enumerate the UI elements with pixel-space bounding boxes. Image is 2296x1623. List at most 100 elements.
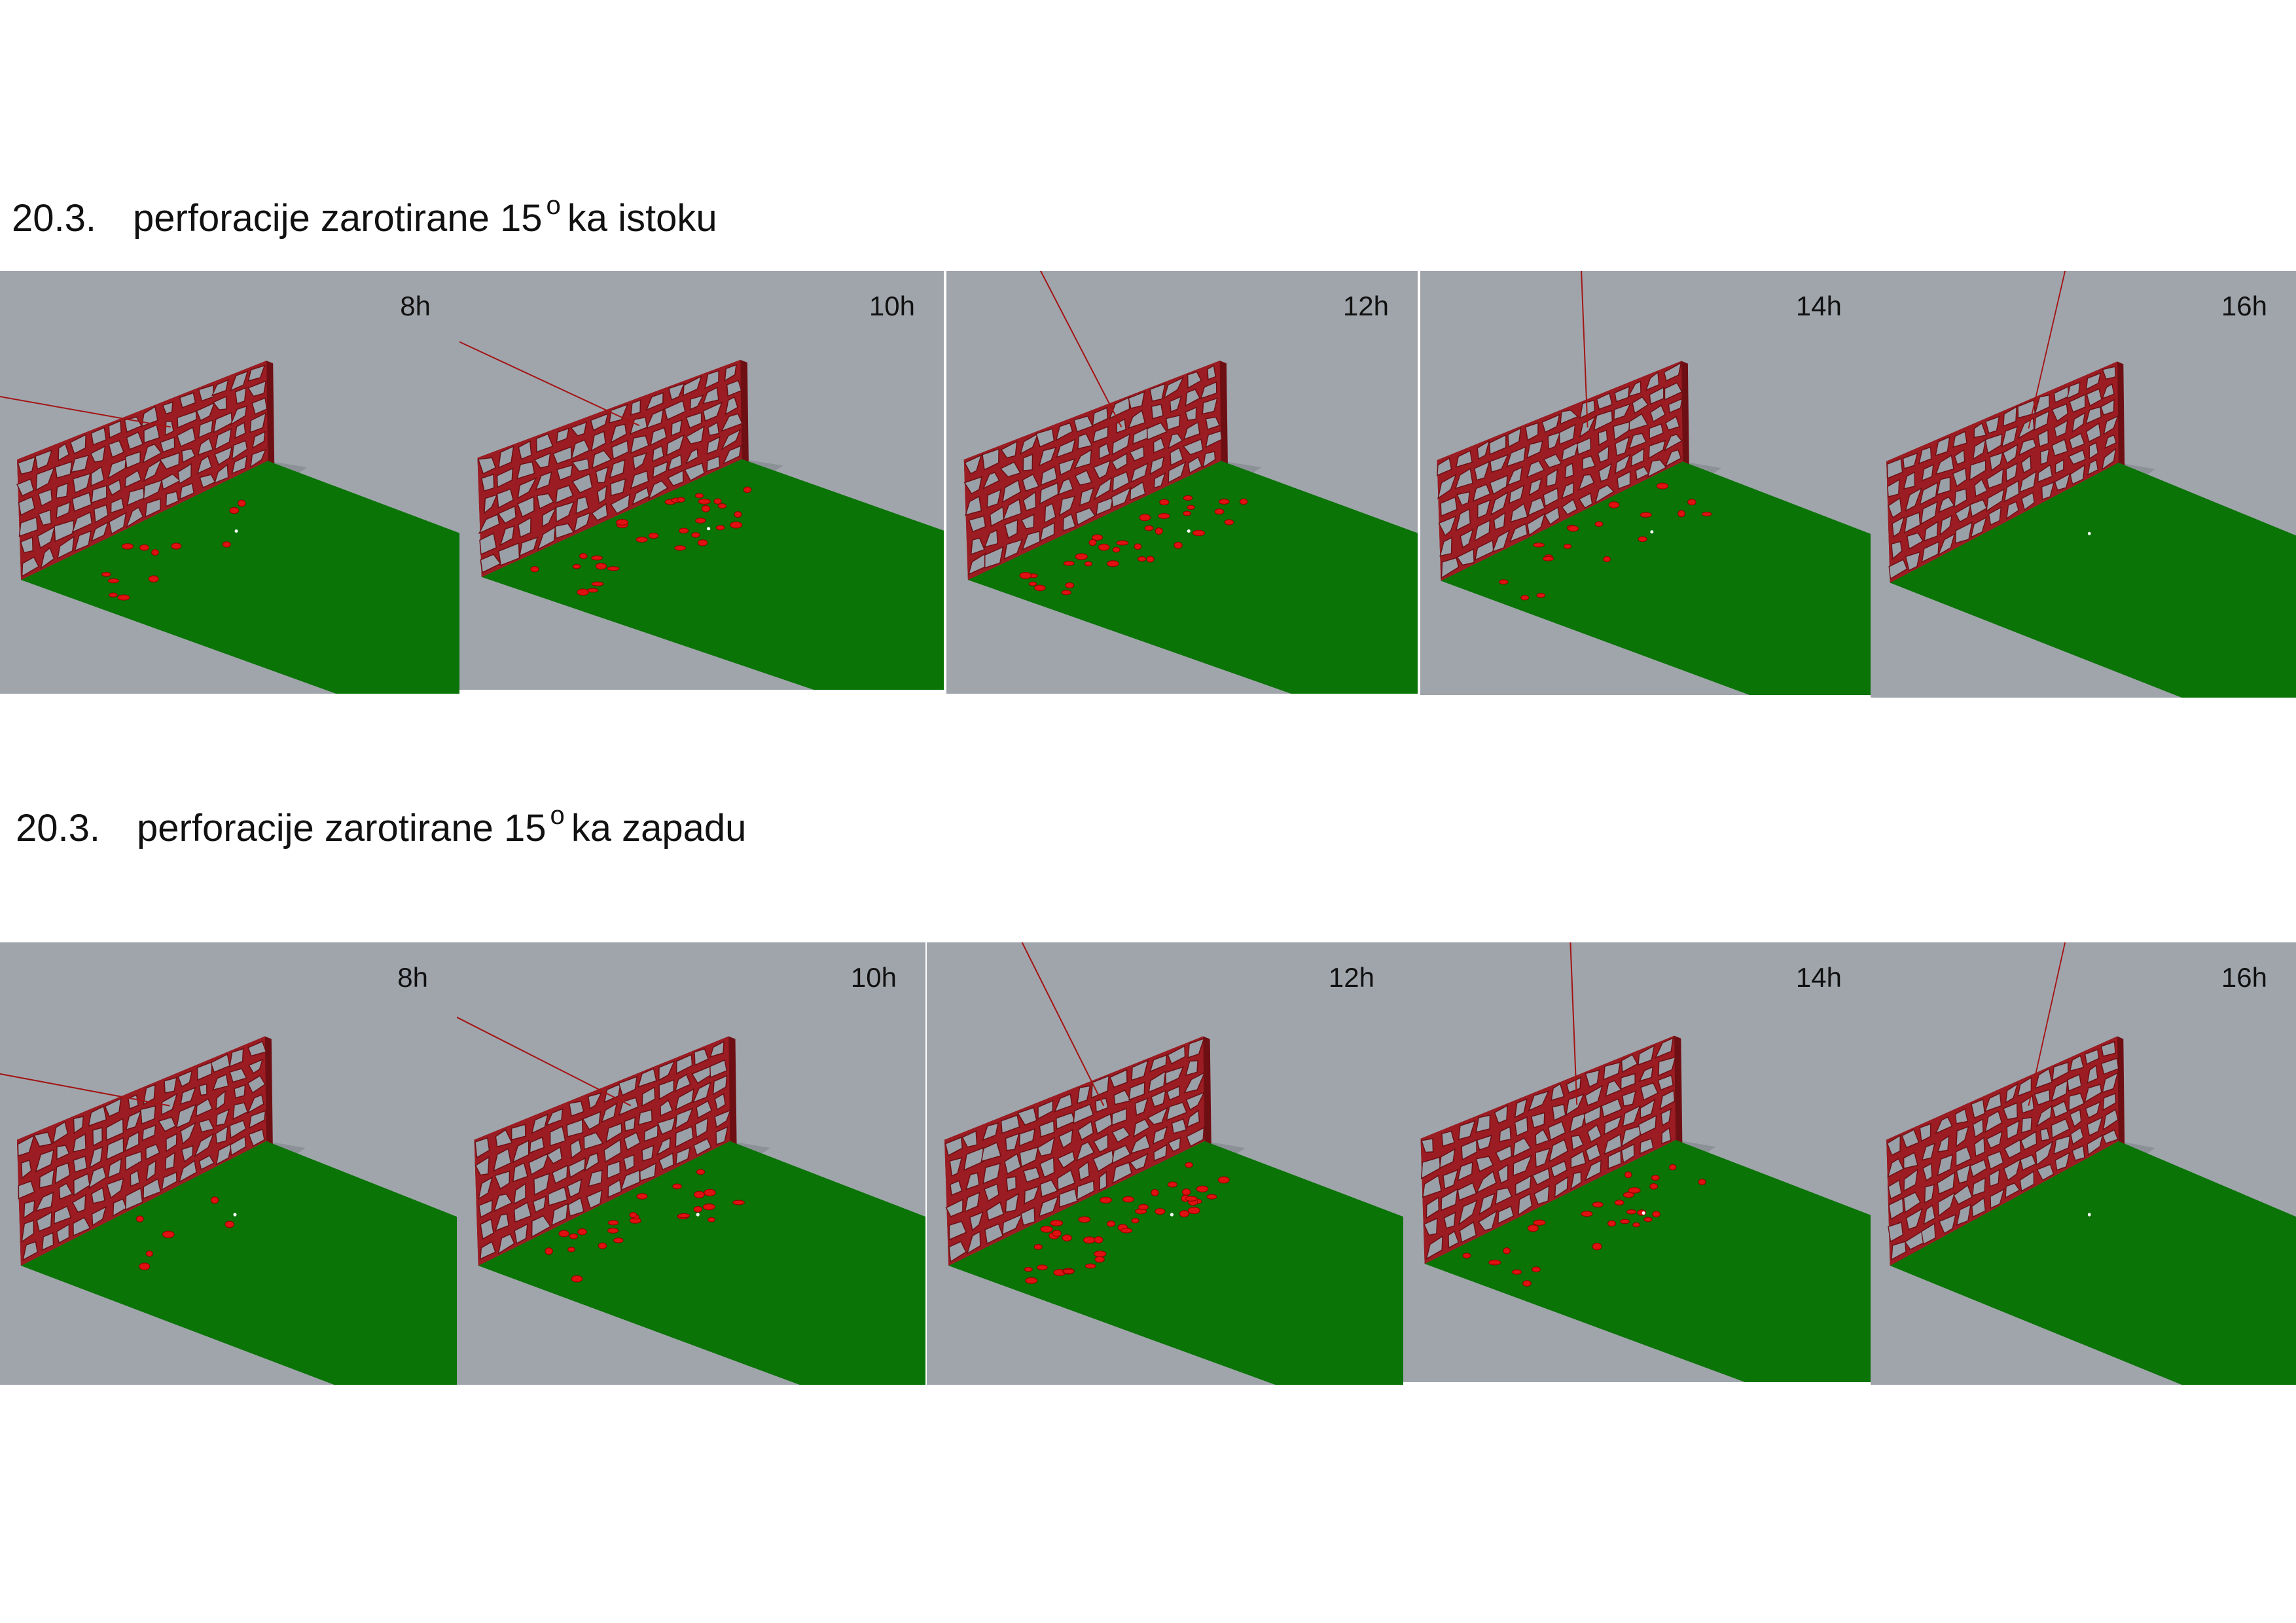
perforation-cell xyxy=(1661,1127,1672,1145)
sun-patch xyxy=(1024,1266,1033,1272)
perforation-cell xyxy=(657,1116,676,1135)
render-panel: 14h xyxy=(1403,942,1871,1382)
perforation-cell xyxy=(1441,1188,1458,1211)
perforation-cell xyxy=(1903,1191,1921,1213)
perforation-cell xyxy=(175,1103,197,1129)
perforation-cell xyxy=(533,452,551,469)
perforation-cell xyxy=(88,1146,103,1169)
sun-patch xyxy=(530,565,539,573)
perforation-cell xyxy=(71,1194,86,1213)
perforation-cell xyxy=(494,1213,510,1232)
perforation-cell xyxy=(53,1205,72,1224)
perforation-cell xyxy=(984,529,999,548)
perforation-cell xyxy=(90,521,109,542)
perforation-cell xyxy=(704,370,719,389)
perforation-cell xyxy=(531,1215,552,1238)
perforation-cell xyxy=(177,1069,193,1088)
perforation-cell xyxy=(2036,1164,2054,1181)
sun-patch xyxy=(1626,1209,1637,1215)
perforation-cell xyxy=(637,1067,657,1088)
perforation-cell xyxy=(685,425,705,445)
perforation-cell xyxy=(1888,559,1908,580)
sun-patch xyxy=(1094,1251,1107,1258)
perforation-cell xyxy=(229,405,247,426)
sun-patch xyxy=(1062,1234,1072,1241)
perforation-cell xyxy=(1569,1112,1587,1133)
perforation-cell xyxy=(948,1221,967,1241)
perforation-cell xyxy=(1111,1145,1132,1165)
perforation-cell xyxy=(547,1186,568,1206)
sun-patch xyxy=(734,511,742,518)
perforation-cell xyxy=(1479,1192,1496,1215)
perforation-cell xyxy=(1056,1150,1076,1169)
sun-patch xyxy=(1167,1181,1177,1188)
sun-patch xyxy=(1025,1277,1038,1284)
perforation-cell xyxy=(1039,522,1055,542)
perforation-cell xyxy=(2020,491,2036,511)
perforation-cell xyxy=(630,435,649,454)
perforation-cell xyxy=(1969,459,1986,481)
sun-patch xyxy=(1116,540,1129,546)
perforation-cell xyxy=(165,491,179,507)
perforation-cell xyxy=(1594,484,1615,504)
perforation-cell xyxy=(1111,1126,1131,1143)
perforation-cell xyxy=(518,536,539,557)
perforation-cell xyxy=(632,452,648,471)
hour-label: 14h xyxy=(1795,291,1842,321)
perforation-cell xyxy=(2070,1126,2084,1145)
sun-patch xyxy=(1062,1268,1075,1274)
sun-patch xyxy=(1019,572,1032,579)
sun-patch xyxy=(569,1233,579,1240)
perforation-cell xyxy=(2085,1101,2101,1119)
sun-patch xyxy=(1499,579,1509,585)
perforation-cell xyxy=(484,493,498,514)
perforation-cell xyxy=(2069,1109,2082,1128)
perforation-cell xyxy=(1954,449,1965,465)
perforation-cell xyxy=(17,456,36,475)
perforation-cell xyxy=(1439,537,1452,557)
sun-patch xyxy=(1652,1211,1660,1218)
perforation-cell xyxy=(1038,446,1057,467)
perforation-cell xyxy=(35,449,53,470)
perforation-cell xyxy=(1454,467,1473,490)
sun-patch xyxy=(1075,553,1088,560)
sun-patch xyxy=(135,1215,144,1222)
perforation-cell xyxy=(639,1162,657,1182)
perforation-cell xyxy=(125,507,144,529)
perforation-cell xyxy=(721,429,742,451)
sun-patch xyxy=(571,1275,583,1283)
perforation-cell xyxy=(1954,1108,1969,1124)
perforation-cell xyxy=(965,1172,980,1190)
ground-plane xyxy=(20,1141,457,1385)
perforation-cell xyxy=(213,463,229,484)
perforation-cell xyxy=(1649,386,1664,405)
perforation-cell xyxy=(664,400,686,421)
perforation-cell xyxy=(161,1092,178,1116)
perforation-cell xyxy=(945,1198,963,1218)
perforation-cell xyxy=(198,1118,215,1133)
perforation-cell xyxy=(1457,1161,1473,1182)
perforation-cell xyxy=(166,1133,177,1152)
perforation-cell xyxy=(1571,1134,1585,1150)
perforation-cell xyxy=(1077,433,1093,450)
perforation-cell xyxy=(1167,1045,1186,1065)
sun-patch xyxy=(1607,1220,1617,1227)
sun-patch xyxy=(1144,525,1154,531)
perforation-cell xyxy=(1004,519,1018,539)
perforation-cell xyxy=(658,1060,675,1081)
perforation-cell xyxy=(1921,1142,1935,1161)
perforation-cell xyxy=(1472,484,1491,502)
perforation-cell xyxy=(1514,1098,1528,1118)
sun-patch xyxy=(545,1247,553,1255)
perforation-cell xyxy=(1057,478,1074,496)
perforation-cell xyxy=(1543,454,1562,469)
ground-plane xyxy=(948,1141,1403,1385)
perforation-cell xyxy=(984,546,1004,569)
perforation-cell xyxy=(1111,486,1132,508)
perforation-cell xyxy=(2037,429,2049,448)
perforation-cell xyxy=(1075,507,1096,526)
perforation-cell xyxy=(1598,463,1613,482)
sun-ray xyxy=(459,341,640,427)
ground-plane xyxy=(1441,461,1871,695)
sun-patch xyxy=(1179,1210,1189,1218)
